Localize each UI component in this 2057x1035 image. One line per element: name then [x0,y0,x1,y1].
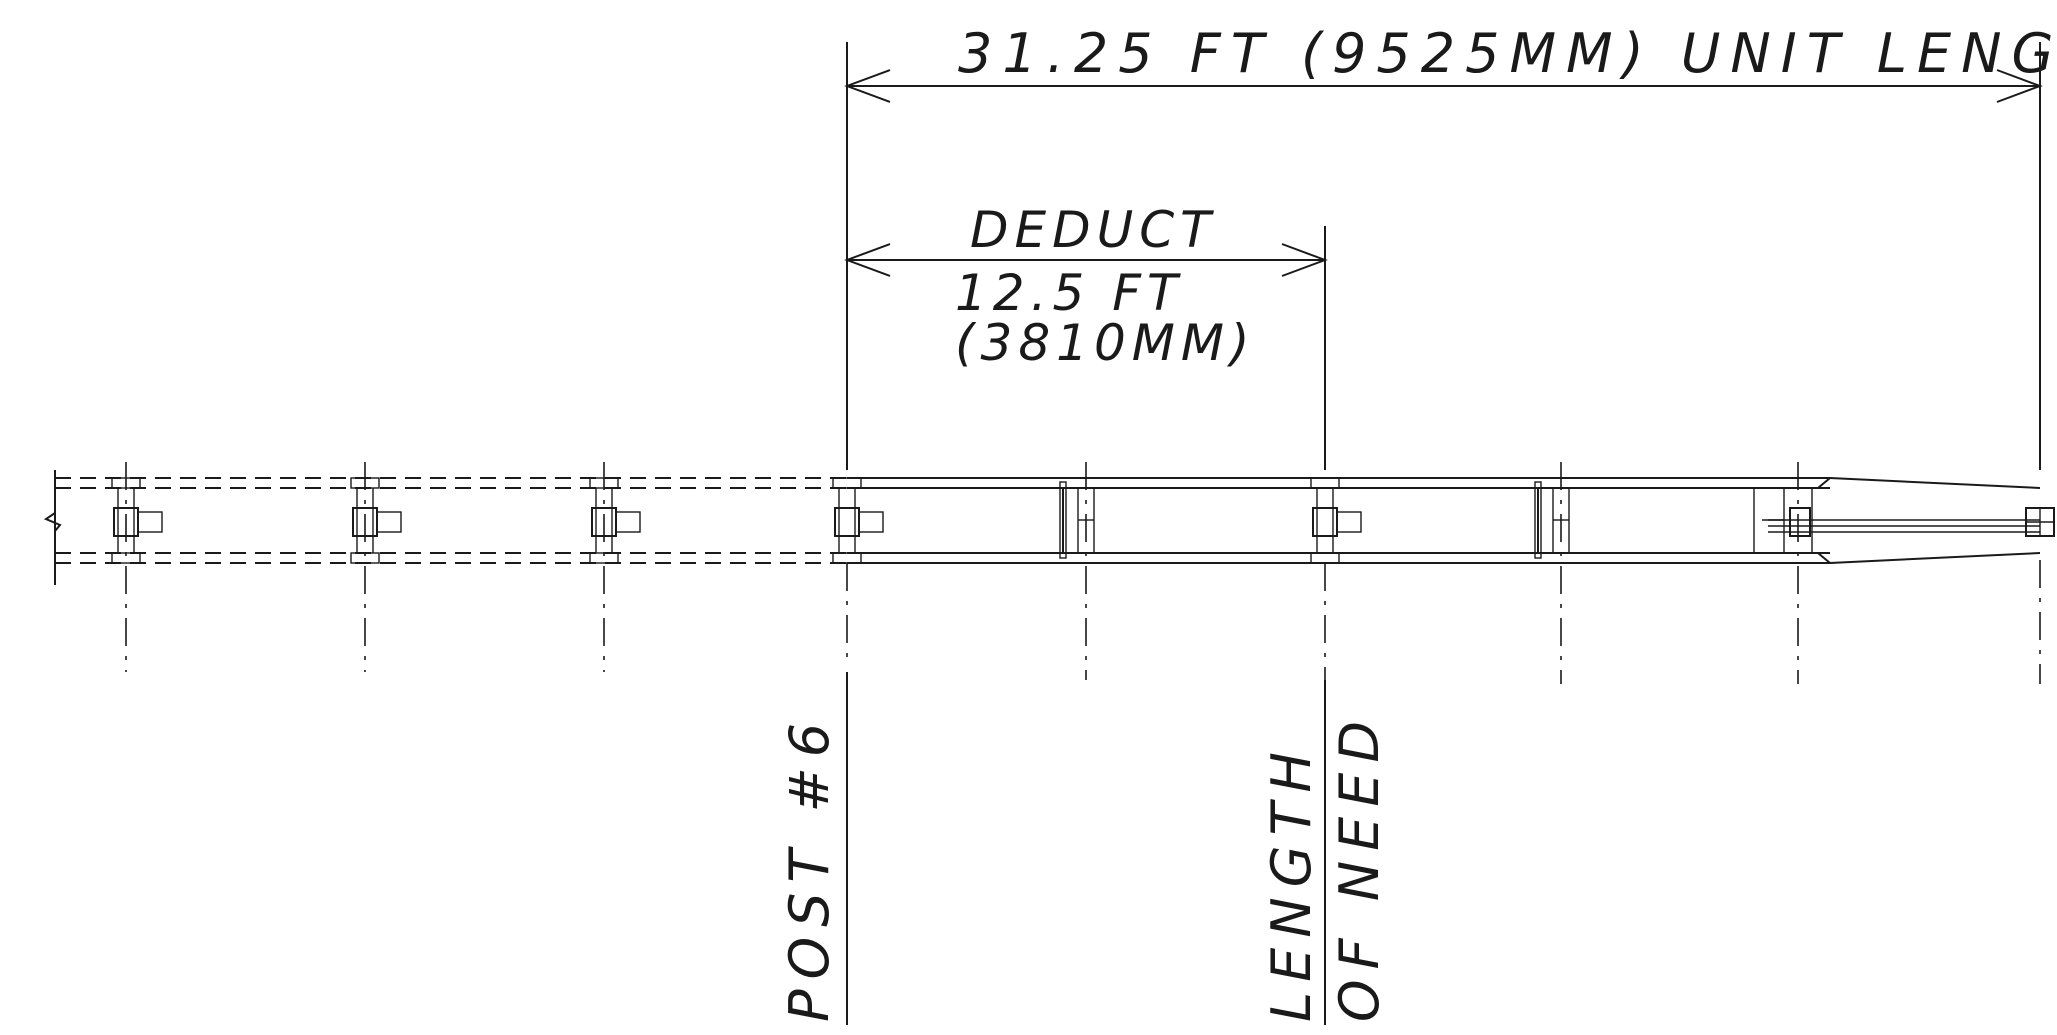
of-need-label: OF NEED [1328,711,1391,1022]
deduct-feet: 12.5 FT [955,264,1184,322]
arrowhead-right-icon [1996,69,2043,103]
rail-plan-view [43,470,2055,585]
deduct-title: DEDUCT [970,201,1217,259]
deduct-millimeters: (3810MM) [955,314,1256,372]
posts-with-blockouts [111,462,1362,680]
terminal-bend-line [1817,552,1831,564]
unit-length-dimension: 31.25 FT (9525MM) UNIT LENGTH [844,22,2057,470]
unit-length-label: 31.25 FT (9525MM) UNIT LENGTH [958,22,2057,85]
terminal-bend-line [1817,477,1831,489]
length-label: LENGTH [1260,742,1323,1022]
post [589,462,641,672]
terminal-taper-line [1829,552,2041,564]
breakaway-post [1534,462,1570,684]
post [350,462,402,672]
post-length-of-need [1310,477,1362,680]
arrowhead-left-icon [844,69,891,103]
end-post [1753,462,1813,684]
terminal-taper-line [1829,477,2041,489]
arrowhead-left-icon [844,243,891,277]
break-symbol-icon [43,512,62,532]
arrowhead-right-icon [1281,243,1328,277]
post-6 [832,477,884,660]
post [111,462,163,672]
deduct-dimension: DEDUCT 12.5 FT (3810MM) [844,201,1328,470]
breakaway-post [1059,462,1095,680]
breakaway-posts [1059,462,2041,684]
post-6-label: POST #6 [778,713,841,1022]
